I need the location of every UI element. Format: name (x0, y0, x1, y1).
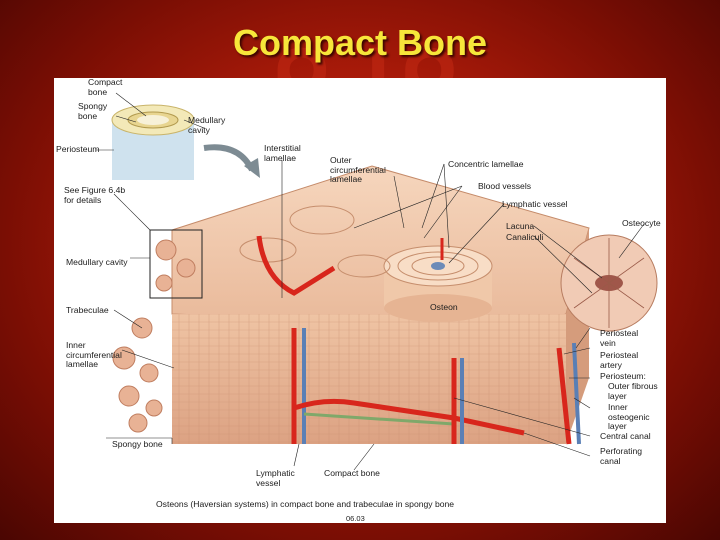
label-medullary-cavity: Medullary cavity (66, 257, 128, 267)
bone-illustration (96, 92, 658, 471)
label-periosteum: Periosteum (56, 144, 100, 154)
label-periosteum-right: Periosteum: (600, 371, 646, 381)
label-spongy-bone: Spongy bone (78, 101, 108, 121)
label-canaliculi: Canaliculi (506, 232, 544, 242)
figure-number: 06.03 (346, 514, 365, 523)
label-outer-fibrous-layer: Outer fibrous layer (608, 381, 658, 401)
osteon-cylinder (383, 245, 493, 322)
blood-vessels (256, 235, 581, 445)
osteon-ring (289, 205, 355, 235)
label-blood-vessels: Blood vessels (478, 181, 532, 191)
label-spongy-bone-bottom: Spongy bone (112, 439, 163, 449)
label-lymphatic-vessel-bottom: Lymphatic vessel (256, 468, 295, 488)
label-osteon: Osteon (430, 302, 458, 312)
see-figure-box (149, 229, 203, 299)
figure-caption: Osteons (Haversian systems) in compact b… (156, 499, 455, 509)
bone-diagram-figure: Compact bone Spongy bone Medullary cavit… (54, 78, 666, 523)
label-outer-circumferential-lamellae: Outer circumferential lamellae (330, 155, 386, 184)
label-periosteal-artery: Periosteal artery (600, 350, 639, 370)
label-central-canal: Central canal (600, 431, 651, 441)
label-perforating-canal: Perforating canal (600, 446, 643, 466)
label-medullary-cavity-inset: Medullary cavity (188, 115, 226, 135)
label-see-figure: See Figure 6.4b for details (64, 185, 126, 205)
osteocyte-detail (560, 234, 658, 332)
label-periosteal-vein: Periosteal vein (600, 328, 639, 348)
label-concentric-lamellae: Concentric lamellae (448, 159, 524, 169)
label-inner-circumferential-lamellae: Inner circumferential lamellae (66, 340, 122, 369)
label-interstitial-lamellae: Interstitial lamellae (264, 143, 301, 163)
label-trabeculae: Trabeculae (66, 305, 109, 315)
inset-bone-cylinder (111, 104, 195, 180)
inset-arrowhead (244, 158, 260, 178)
slide-title: Compact Bone (232, 22, 488, 63)
label-osteocyte: Osteocyte (622, 218, 661, 228)
label-compact-bone: Compact bone (88, 78, 123, 97)
label-leader-lines (96, 92, 645, 471)
label-inner-osteogenic-layer: Inner osteogenic layer (608, 402, 650, 431)
label-lacuna: Lacuna (506, 221, 535, 231)
label-compact-bone-bottom: Compact bone (324, 468, 380, 478)
label-lymphatic-vessel: Lymphatic vessel (502, 199, 568, 209)
